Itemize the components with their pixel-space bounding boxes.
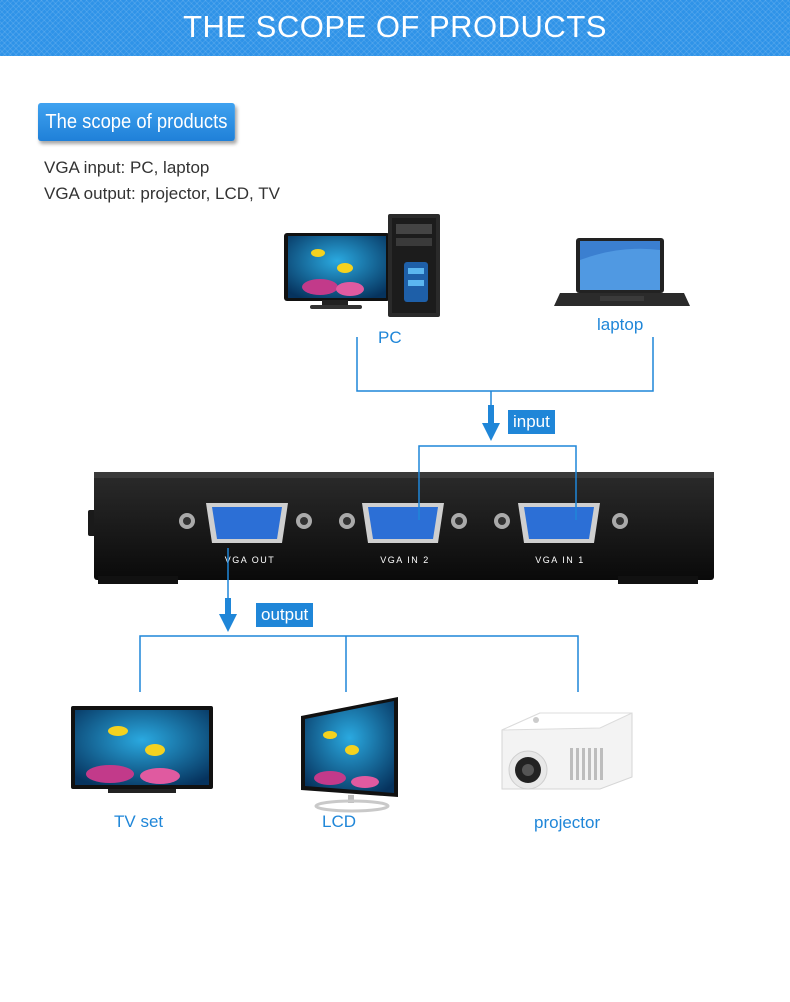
output-arrow-icon bbox=[219, 598, 237, 632]
input-connector bbox=[356, 337, 654, 405]
vga-in2-port bbox=[339, 503, 467, 543]
input-arrow-icon bbox=[482, 405, 500, 441]
section-label: The scope of products bbox=[38, 103, 235, 141]
projector-icon bbox=[501, 712, 633, 790]
tv-icon bbox=[71, 706, 213, 793]
lcd-icon bbox=[301, 697, 398, 813]
input-port-bracket bbox=[418, 445, 577, 520]
pc-icon bbox=[284, 214, 440, 317]
output-connector bbox=[139, 548, 579, 692]
output-tag: output bbox=[256, 603, 314, 627]
port-label-vga-in1: VGA IN 1 bbox=[535, 555, 585, 565]
header-banner: THE SCOPE OF PRODUCTS bbox=[0, 0, 790, 56]
vga-out-port bbox=[179, 503, 312, 543]
output-description: VGA output: projector, LCD, TV bbox=[44, 184, 280, 203]
input-description: VGA input: PC, laptop bbox=[44, 158, 210, 177]
input-tag: input bbox=[508, 410, 555, 434]
output-label-lcd: LCD bbox=[322, 812, 357, 831]
source-label-pc: PC bbox=[378, 328, 402, 347]
port-label-vga-out: VGA OUT bbox=[225, 555, 276, 565]
port-label-vga-in2: VGA IN 2 bbox=[380, 555, 430, 565]
banner-title: THE SCOPE OF PRODUCTS bbox=[183, 9, 607, 44]
laptop-icon bbox=[554, 238, 690, 306]
output-label-projector: projector bbox=[534, 813, 601, 832]
output-label-tv: TV set bbox=[114, 812, 164, 831]
source-label-laptop: laptop bbox=[597, 315, 644, 334]
